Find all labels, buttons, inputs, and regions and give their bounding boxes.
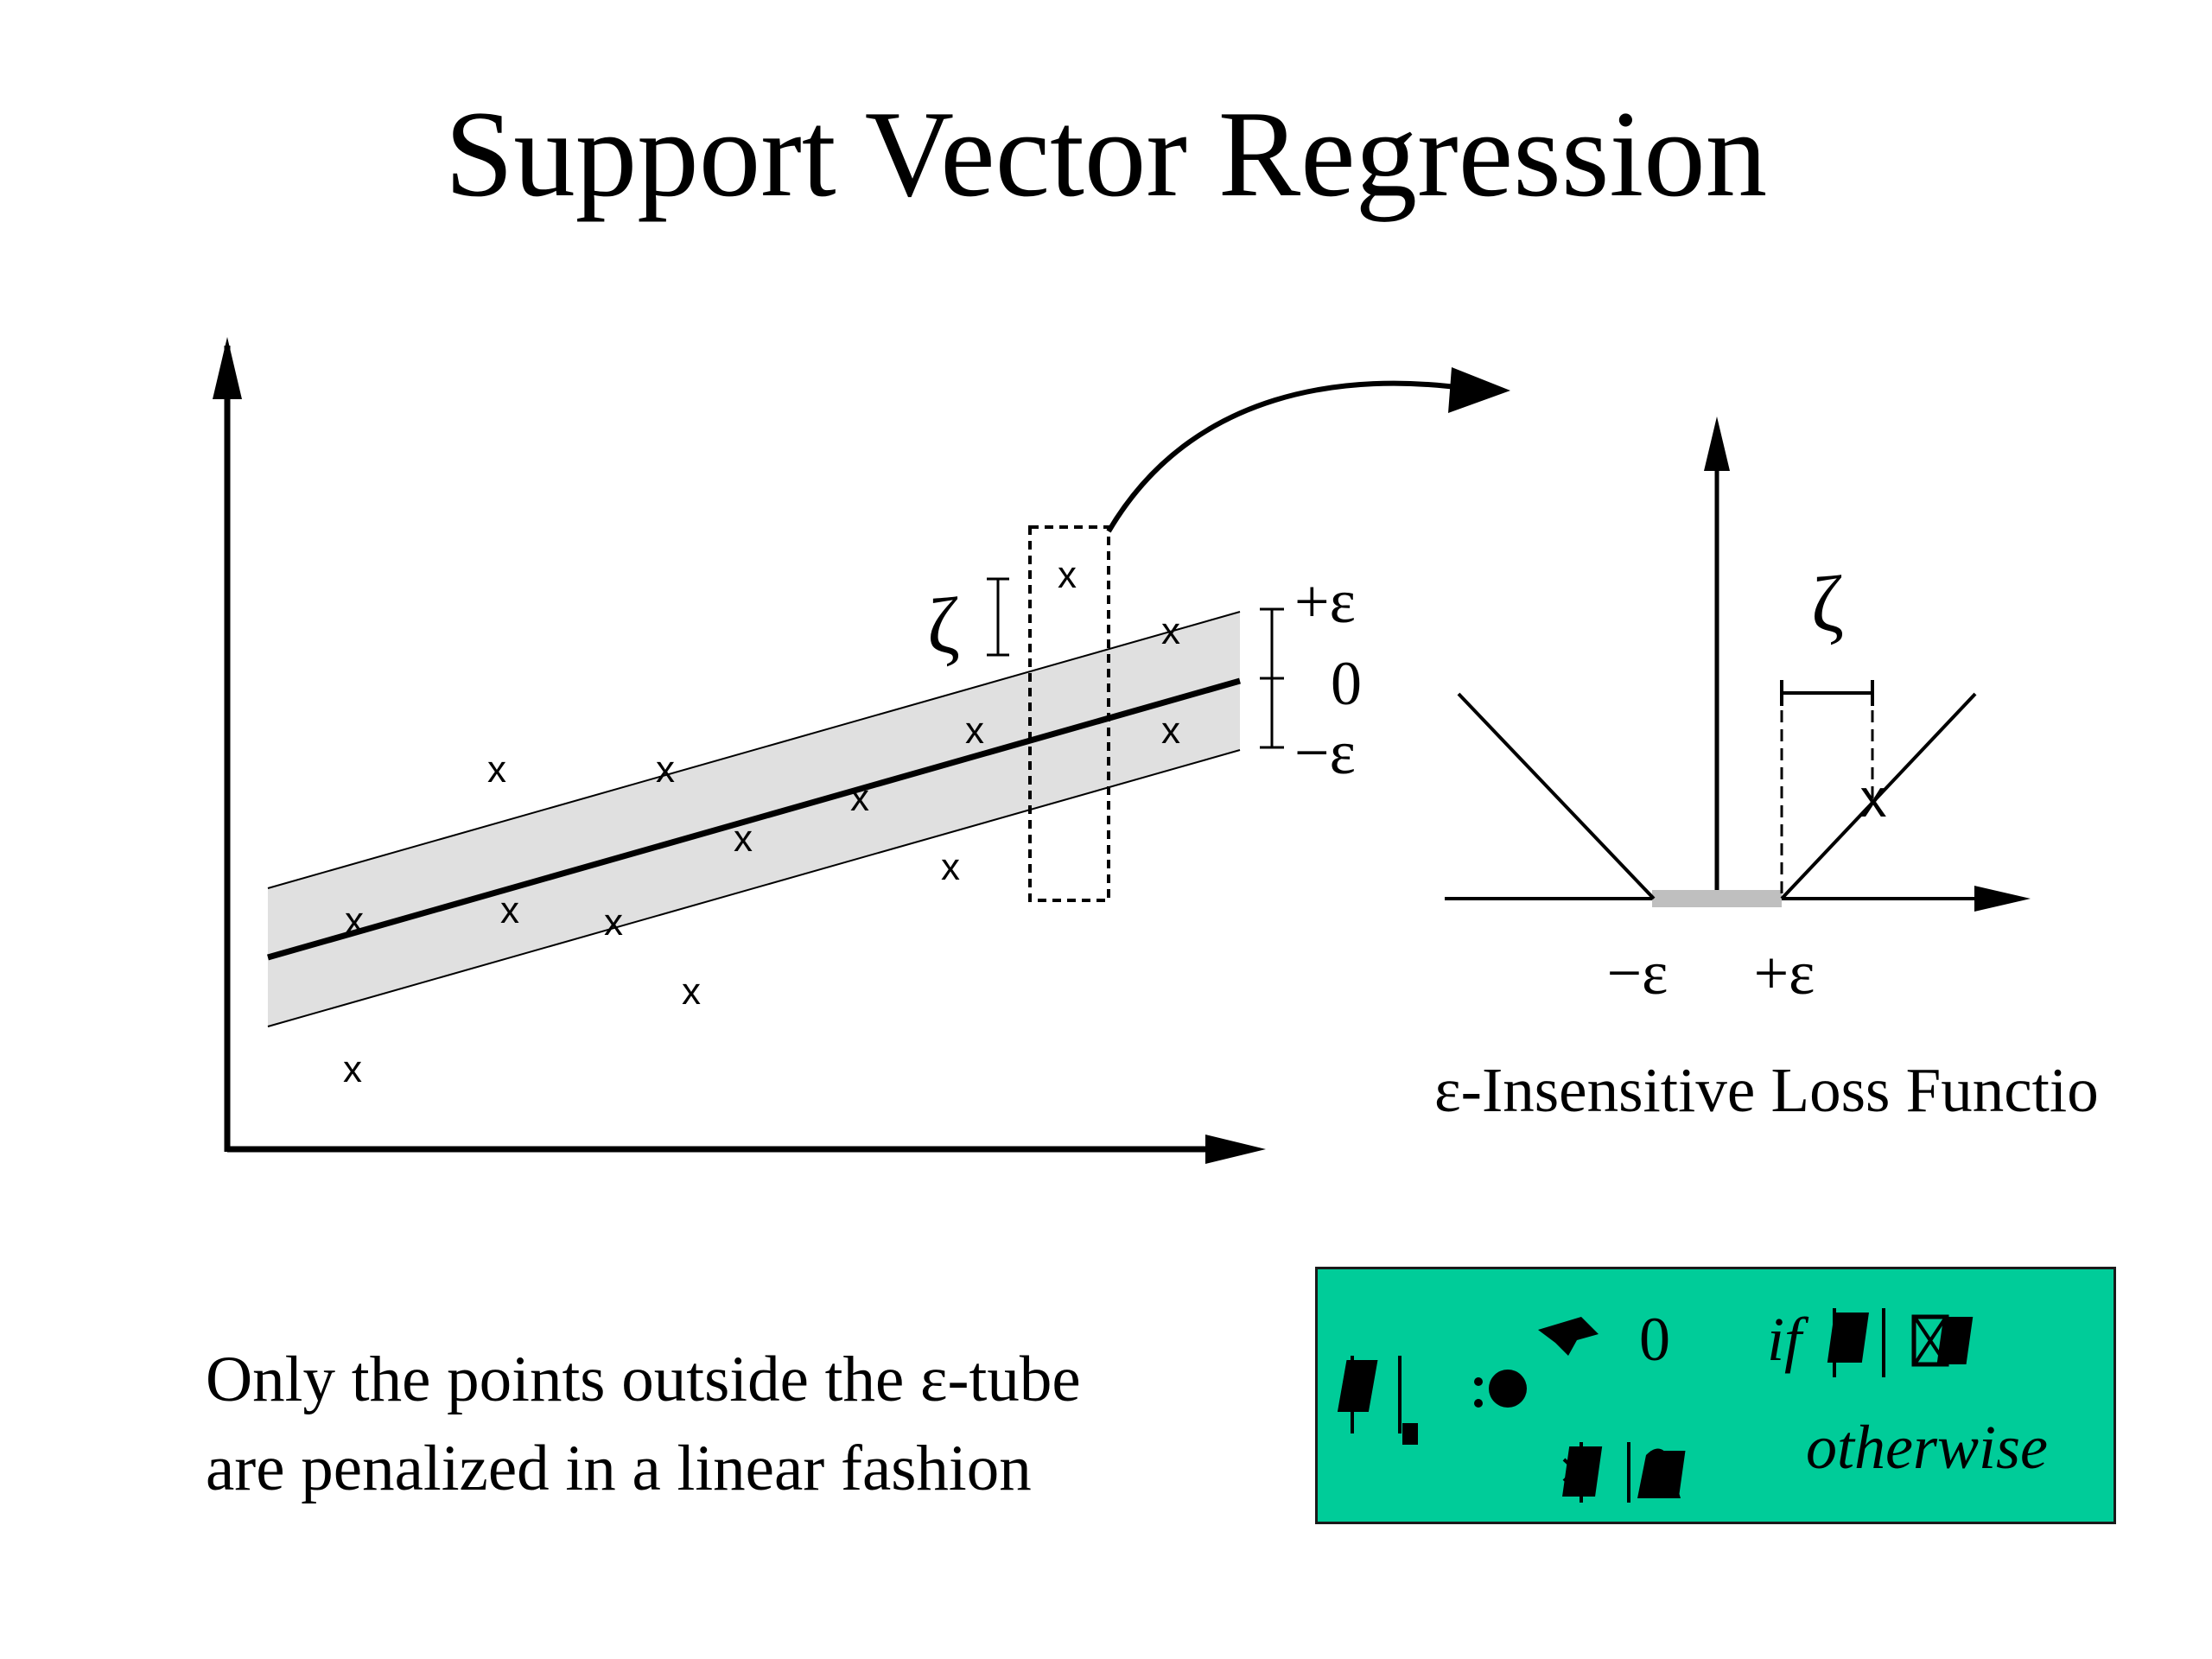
x-axis-arrowhead	[1205, 1135, 1266, 1164]
loss-formula-box: 0 if otherwise	[1315, 1267, 2116, 1524]
data-point: x	[1161, 709, 1180, 752]
loss-function-caption: ε-Insensitive Loss Functio	[1434, 1055, 2099, 1125]
left-zero-label: 0	[1331, 649, 1362, 718]
zoom-arrow	[1106, 380, 1470, 533]
placeholder-glyph	[1402, 1423, 1418, 1445]
data-point: x	[965, 709, 984, 752]
data-point: x	[500, 889, 519, 931]
data-point: x	[941, 846, 960, 888]
formula-glyphs	[1337, 1308, 1974, 1503]
insensitive-zone	[1652, 890, 1782, 907]
zeta-bracket	[987, 577, 1009, 657]
data-point: x	[682, 970, 701, 1013]
brace-glyph	[1538, 1317, 1599, 1356]
left-plus-eps-label: +ε	[1294, 567, 1356, 636]
slide-title: Support Vector Regression	[444, 86, 1768, 222]
zoom-arrow-head	[1448, 367, 1510, 413]
data-point: x	[734, 817, 753, 860]
data-point: x	[850, 777, 869, 819]
data-point: x	[343, 1048, 362, 1090]
right-zeta-label: ζ	[1811, 560, 1844, 648]
bullet-glyph	[1489, 1370, 1527, 1408]
data-point: x	[1161, 610, 1180, 652]
loss-y-axis-arrowhead	[1704, 416, 1730, 471]
tube-lower-boundary	[267, 749, 1241, 1027]
data-point: x	[1058, 554, 1077, 596]
data-points: x x x x x x x x x x x x x x	[343, 554, 1180, 1090]
data-point: x	[656, 748, 675, 791]
tube-upper-boundary	[267, 611, 1241, 889]
epsilon-scale-bracket	[1260, 607, 1284, 749]
formula-zero: 0	[1639, 1305, 1670, 1374]
placeholder-glyph	[1936, 1317, 1974, 1364]
data-point: x	[487, 748, 506, 791]
right-plus-eps-label: +ε	[1754, 938, 1815, 1007]
loss-right-slope	[1780, 692, 1977, 900]
left-zeta-label: ζ	[927, 582, 960, 670]
right-minus-eps-label: −ε	[1607, 938, 1669, 1007]
zoom-selection-box	[1028, 525, 1110, 902]
formula-otherwise: otherwise	[1806, 1413, 2048, 1482]
placeholder-glyph	[1827, 1313, 1869, 1363]
description-text: Only the points outside the ε-tube are p…	[206, 1344, 1081, 1504]
data-point: x	[604, 901, 623, 944]
left-minus-eps-label: −ε	[1294, 718, 1356, 787]
loss-x-axis-arrowhead	[1974, 886, 2031, 912]
loss-left-slope	[1457, 692, 1656, 900]
placeholder-glyph	[1337, 1360, 1378, 1412]
loss-data-point: x	[1860, 769, 1887, 829]
data-point: x	[345, 899, 364, 942]
y-axis-arrowhead	[213, 337, 242, 399]
regression-line	[267, 677, 1241, 961]
placeholder-glyph	[1562, 1446, 1603, 1497]
formula-if: if	[1767, 1305, 1802, 1374]
ribbon-glyph	[1637, 1448, 1681, 1498]
loss-zeta-bracket	[1780, 680, 1874, 706]
